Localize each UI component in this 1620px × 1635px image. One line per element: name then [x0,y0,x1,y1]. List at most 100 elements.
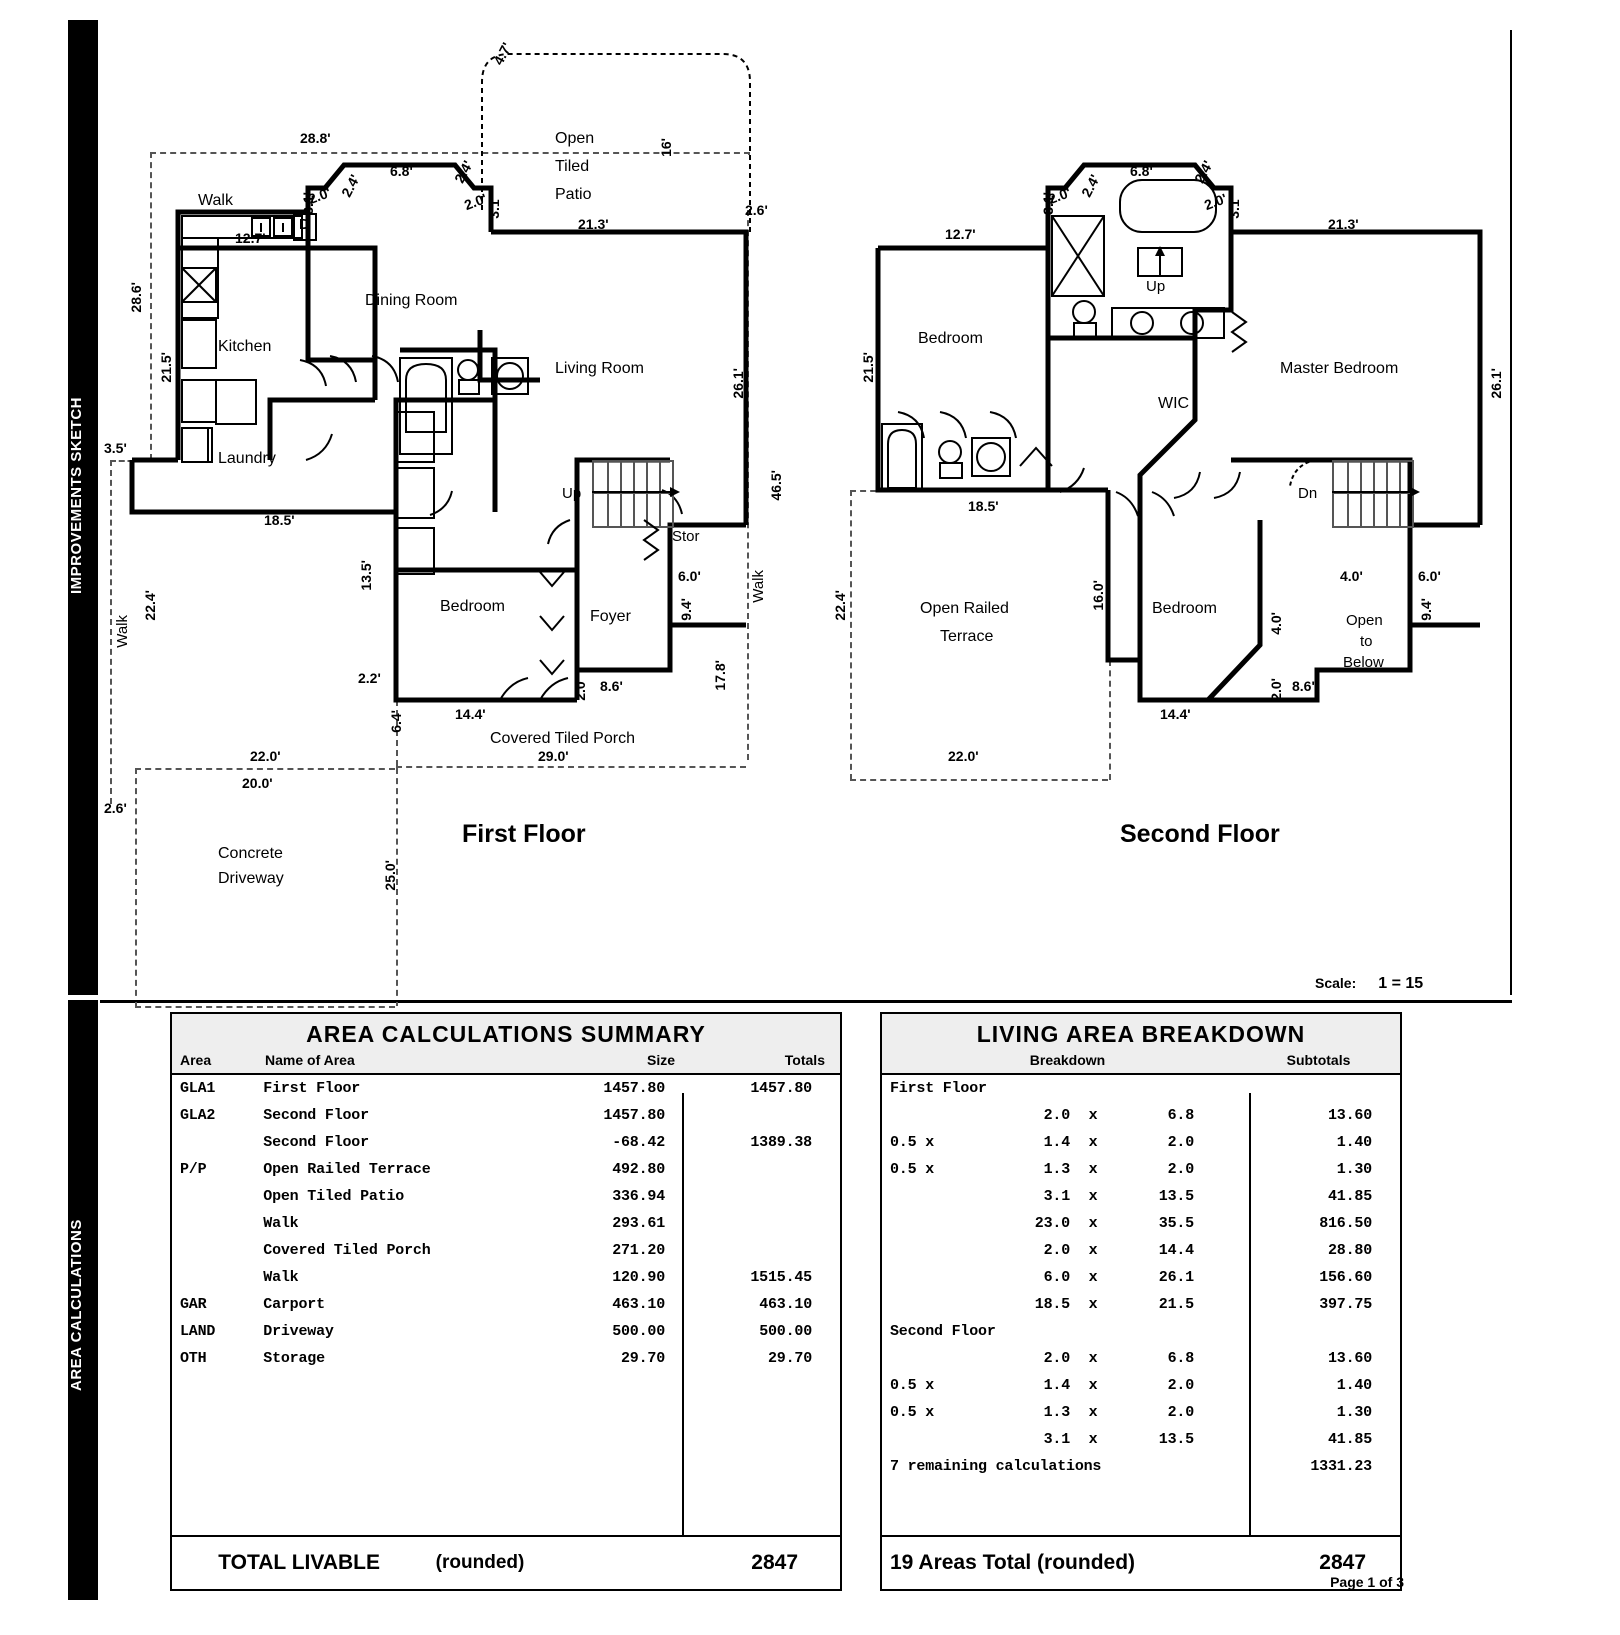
patio-label-1: Open [555,130,595,147]
breakdown-table-head: LIVING AREA BREAKDOWN Breakdown Subtotal… [882,1014,1400,1075]
first-floor-fixtures [181,213,683,701]
breakdown-cell-b: 6.8 [1167,1107,1195,1124]
breakdown-cell-x: x [1088,1296,1098,1313]
summary-cell-name: Second Floor [263,1134,369,1151]
breakdown-cell-a: 3.1 [1043,1431,1071,1448]
breakdown-cell-a: 1.4 [1043,1134,1071,1151]
summary-cell-size: 271.20 [612,1242,666,1259]
dim-14-4: 14.4' [455,706,486,722]
breakdown-cell-x: x [1088,1188,1098,1205]
driveway-label-2: Driveway [218,870,284,887]
dim-22-4: 22.4' [142,590,158,621]
summary-cell-name: Open Tiled Patio [263,1188,405,1205]
dim-3-5: 3.5' [104,440,127,456]
summary-cell-total: 463.10 [759,1296,812,1313]
summary-col-area: Area [180,1052,212,1068]
summary-cell-name: Second Floor [263,1107,369,1124]
summary-total-label: TOTAL LIVABLE [218,1551,380,1574]
walk-label-top: Walk [198,192,233,209]
summary-total-value: 2847 [751,1551,798,1574]
first-floor-plan: Up Stor Walk Kitchen Dining Room Living … [100,20,800,1008]
summary-cell-total: 500.00 [759,1323,812,1340]
breakdown-col-breakdown: Breakdown [1029,1052,1106,1068]
second-floor-bedroom1-label: Bedroom [918,330,983,347]
breakdown-cell-a: 2.0 [1043,1242,1071,1259]
sf-dim-3-1b: 3.1' [1226,196,1242,219]
sf-dim-2-0: 2.0' [1268,678,1284,701]
dim-20-0: 20.0' [242,775,273,791]
driveway-right [395,768,398,1006]
summary-cell-total: 1457.80 [750,1080,812,1097]
second-floor-stair-arrow [1332,487,1420,497]
sketch-sidebar-label: IMPROVEMENTS SKETCH [68,396,85,594]
area-calculations-panel: AREA CALCULATIONS SUMMARY Area Name of A… [100,1000,1512,1602]
breakdown-cell-factor: Second Floor [890,1323,996,1340]
summary-cell-size: 1457.80 [603,1107,666,1124]
dim-29-0: 29.0' [538,748,569,764]
first-floor-stair-arrow [592,487,680,497]
page-footer: Page 1 of 3 [1330,1574,1404,1590]
walk-label-left: Walk [114,615,131,648]
summary-cell-total: 1389.38 [750,1134,812,1151]
summary-cell-area: P/P [180,1161,207,1178]
wic-label: WIC [1158,395,1190,412]
terrace-bottom [850,778,1108,781]
breakdown-cell-subtotal: 1.30 [1336,1404,1372,1421]
breakdown-total-label: 19 Areas Total (rounded) [890,1551,1136,1574]
living-room-label: Living Room [555,360,644,377]
living-area-breakdown-table: LIVING AREA BREAKDOWN Breakdown Subtotal… [880,1012,1402,1591]
summary-col-size: Size [646,1052,675,1068]
driveway-bottom [135,1005,395,1008]
dim-16: 16' [658,138,674,157]
second-floor-up-label: Up [1146,278,1166,295]
breakdown-cell-subtotal: 156.60 [1319,1269,1372,1286]
dim-6-8: 6.8' [390,163,413,179]
dim-17-8: 17.8' [712,660,728,691]
laundry-label: Laundry [218,450,276,467]
breakdown-cell-a: 1.3 [1043,1161,1071,1178]
breakdown-cell-subtotal: 13.60 [1327,1107,1372,1124]
terrace-left [850,490,853,780]
sf-dim-6-8: 6.8' [1130,163,1153,179]
breakdown-cell-factor: 0.5 x [890,1404,935,1421]
dim-21-5: 21.5' [158,352,174,383]
second-floor-title: Second Floor [1120,820,1280,848]
sf-dim-12-7: 12.7' [945,226,976,242]
breakdown-cell-x: x [1088,1107,1098,1124]
patio-outline [481,53,751,232]
sf-dim-3-1a: 3.1' [1040,192,1056,215]
sf-dim-21-3: 21.3' [1328,216,1359,232]
summary-cell-area: GLA1 [180,1080,216,1097]
breakdown-cell-b: 21.5 [1158,1296,1194,1313]
dim-right-2-6: 2.6' [745,202,768,218]
breakdown-cell-subtotal: 28.80 [1327,1242,1372,1259]
breakdown-cell-a: 6.0 [1043,1269,1071,1286]
breakdown-col-subtotals: Subtotals [1286,1052,1351,1068]
breakdown-cell-subtotal: 13.60 [1327,1350,1372,1367]
open-below-label-1: Open [1346,612,1383,629]
summary-col-totals: Totals [784,1052,825,1068]
sf-dim-4-0a: 4.0' [1340,568,1363,584]
sf-dim-9-4: 9.4' [1418,598,1434,621]
dim-46-5: 46.5' [768,470,784,501]
summary-cell-name: Carport [263,1296,325,1313]
terrace-label-2: Terrace [940,628,994,645]
sf-dim-26-1: 26.1' [1488,368,1504,399]
breakdown-cell-subtotal: 816.50 [1319,1215,1372,1232]
breakdown-cell-x: x [1088,1134,1098,1151]
porch-label: Covered Tiled Porch [490,730,635,747]
sf-dim-8-6: 8.6' [1292,678,1315,694]
breakdown-cell-subtotal: 1.40 [1336,1134,1372,1151]
summary-cell-size: 1457.80 [603,1080,666,1097]
dim-22-0: 22.0' [250,748,281,764]
